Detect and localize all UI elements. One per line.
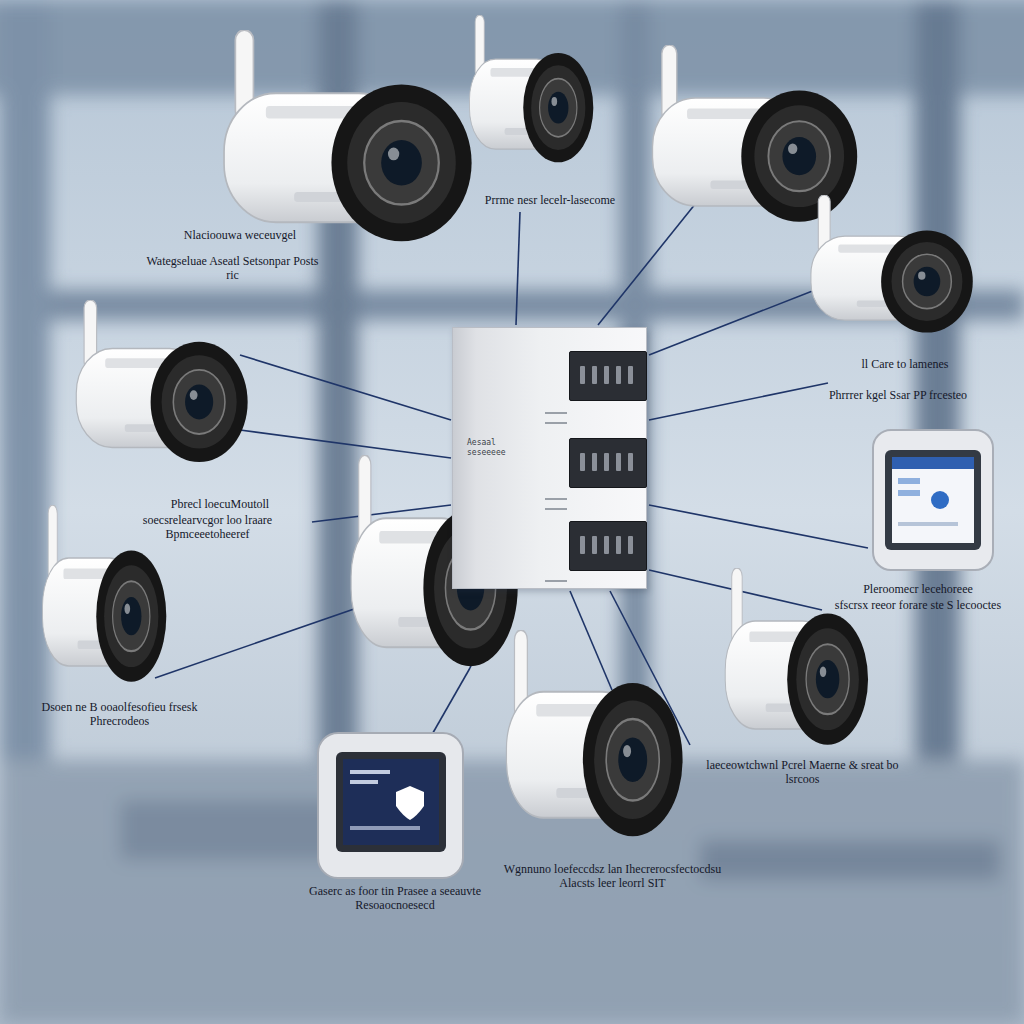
port-slot [580, 536, 585, 554]
port-slot [616, 536, 621, 554]
port-slot [580, 366, 585, 384]
vent-line [545, 412, 567, 414]
camera-caption: Nlacioouwa weceuvgel [150, 228, 330, 242]
vent-line [545, 422, 567, 424]
port-slot [604, 366, 609, 384]
camera-caption: soecsrelearvcgor loo lraare Bpmceeetohee… [105, 513, 310, 541]
camera-caption: Phrrrer kgel Ssar PP frcesteo [828, 388, 968, 402]
camera-caption: Prrme nesr lecelr-lasecome [455, 193, 645, 207]
camera-caption: sfscrsx reeor forare ste S lecooctes [828, 598, 1008, 612]
device-text: Aesaal seseeeee [467, 438, 529, 458]
camera-caption: laeceowtchwnl Pcrel Maerne & sreat bo ls… [705, 758, 900, 786]
camera-caption: Gaserc as foor tin Prasee a seeauvte Res… [290, 884, 500, 912]
port-module [569, 438, 647, 488]
port-slot [592, 453, 597, 471]
port-slot [628, 366, 633, 384]
port-slot [592, 366, 597, 384]
vent-line [545, 580, 567, 582]
camera-caption: Pbrecl loecuMoutoll [125, 497, 315, 511]
network-video-recorder: Aesaal seseeeee [452, 327, 647, 589]
camera-caption: Wategseluae Aseatl Setsonpar Posts ric [140, 254, 325, 282]
camera-caption: Pleroomecr lecehoreee [828, 582, 1008, 596]
port-slot [580, 453, 585, 471]
port-module [569, 521, 647, 571]
port-module [569, 351, 647, 401]
port-slot [604, 453, 609, 471]
port-slot [628, 536, 633, 554]
port-slot [604, 536, 609, 554]
vent-line [545, 498, 567, 500]
port-slot [616, 366, 621, 384]
camera-caption: Dsoen ne B ooaolfesofieu frsesk Phrecrod… [12, 700, 227, 728]
port-slot [628, 453, 633, 471]
port-slot [616, 453, 621, 471]
port-slot [592, 536, 597, 554]
vent-line [545, 508, 567, 510]
camera-caption: ll Care to lamenes [835, 357, 975, 371]
camera-caption: Wgnnuno loefeccdsz lan Ihecrerocsfectocd… [500, 862, 725, 890]
